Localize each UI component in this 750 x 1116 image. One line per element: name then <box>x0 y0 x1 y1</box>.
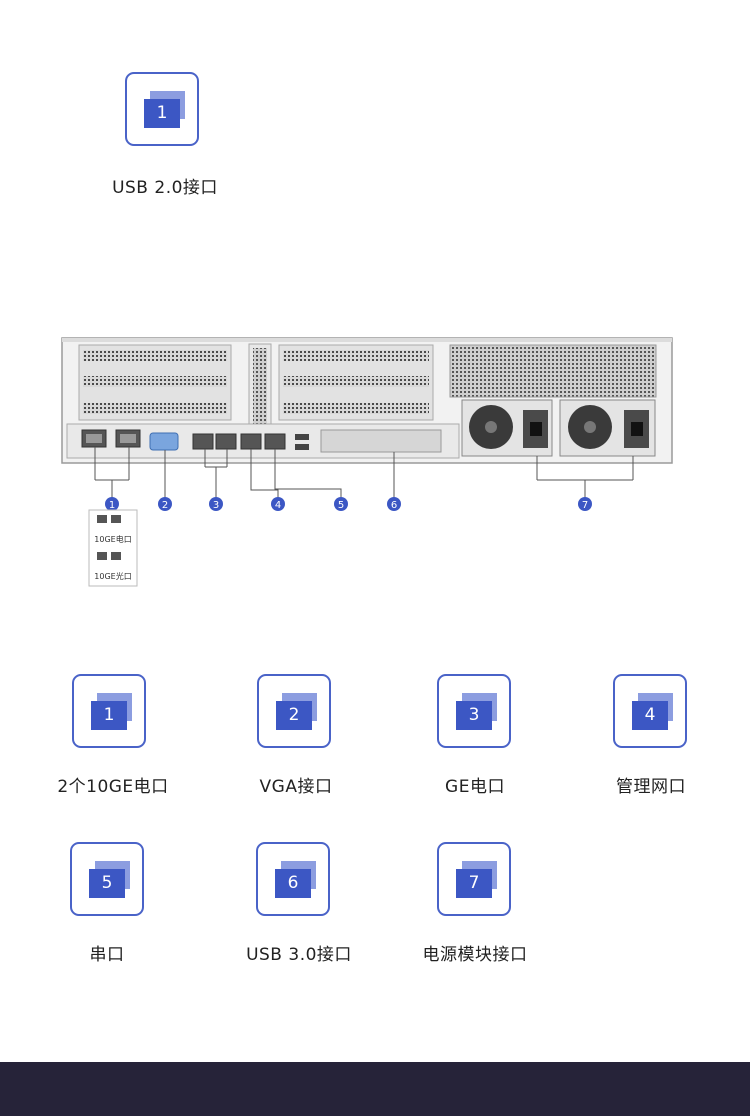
server-rear-diagram: 1 2 3 4 5 6 7 10GE电口 10GE光口 <box>61 337 673 587</box>
10ge-inset: 10GE电口 10GE光口 <box>88 509 138 587</box>
callout-4-number: 4 <box>275 500 281 511</box>
callout-2-number: 2 <box>162 500 168 511</box>
legend-card-5: 5 <box>70 842 144 916</box>
legend-card-1: 1 <box>72 674 146 748</box>
legend-label-5: 串口 <box>89 945 125 965</box>
callout-3-number: 3 <box>213 500 219 511</box>
usb2-icon-card: 1 <box>125 72 199 146</box>
card-number: 1 <box>144 99 180 128</box>
usb2-label: USB 2.0接口 <box>112 178 218 198</box>
card-number: 5 <box>89 869 125 898</box>
callout-4: 4 <box>271 497 285 511</box>
legend-card-7: 7 <box>437 842 511 916</box>
legend-card-4: 4 <box>613 674 687 748</box>
psu-2 <box>559 399 656 457</box>
legend-card-2: 2 <box>257 674 331 748</box>
callout-6-number: 6 <box>391 500 397 511</box>
card-number: 1 <box>91 701 127 730</box>
callout-6: 6 <box>387 497 401 511</box>
card-number: 6 <box>275 869 311 898</box>
usb3-port-1 <box>295 434 309 440</box>
callout-1-number: 1 <box>109 500 115 511</box>
legend-label-6: USB 3.0接口 <box>246 945 352 965</box>
legend-card-3: 3 <box>437 674 511 748</box>
mgmt-port <box>264 433 286 450</box>
legend-label-2: VGA接口 <box>259 777 333 797</box>
ge-port-1 <box>192 433 214 450</box>
callout-1: 1 <box>105 497 119 511</box>
card-number: 2 <box>276 701 312 730</box>
ge-port-2 <box>215 433 237 450</box>
legend-label-4: 管理网口 <box>616 777 686 797</box>
callout-5: 5 <box>334 497 348 511</box>
legend-label-7: 电源模块接口 <box>422 945 528 965</box>
usb3-port-2 <box>295 444 309 450</box>
vga-port <box>149 432 179 451</box>
legend-label-3: GE电口 <box>445 777 505 797</box>
half-height-slot <box>320 429 442 453</box>
callout-7: 7 <box>578 497 592 511</box>
inset-label-copper: 10GE电口 <box>94 534 131 544</box>
psu-top-grille <box>449 344 657 398</box>
legend-card-6: 6 <box>256 842 330 916</box>
ge-port-3 <box>240 433 262 450</box>
callout-2: 2 <box>158 497 172 511</box>
footer-bar <box>0 1062 750 1116</box>
legend-label-1: 2个10GE电口 <box>57 777 169 797</box>
callout-5-number: 5 <box>338 500 344 511</box>
card-number: 4 <box>632 701 668 730</box>
callout-3: 3 <box>209 497 223 511</box>
inset-label-optical: 10GE光口 <box>94 571 131 581</box>
card-number: 7 <box>456 869 492 898</box>
card-number: 3 <box>456 701 492 730</box>
callout-7-number: 7 <box>582 500 588 511</box>
psu-1 <box>461 399 553 457</box>
